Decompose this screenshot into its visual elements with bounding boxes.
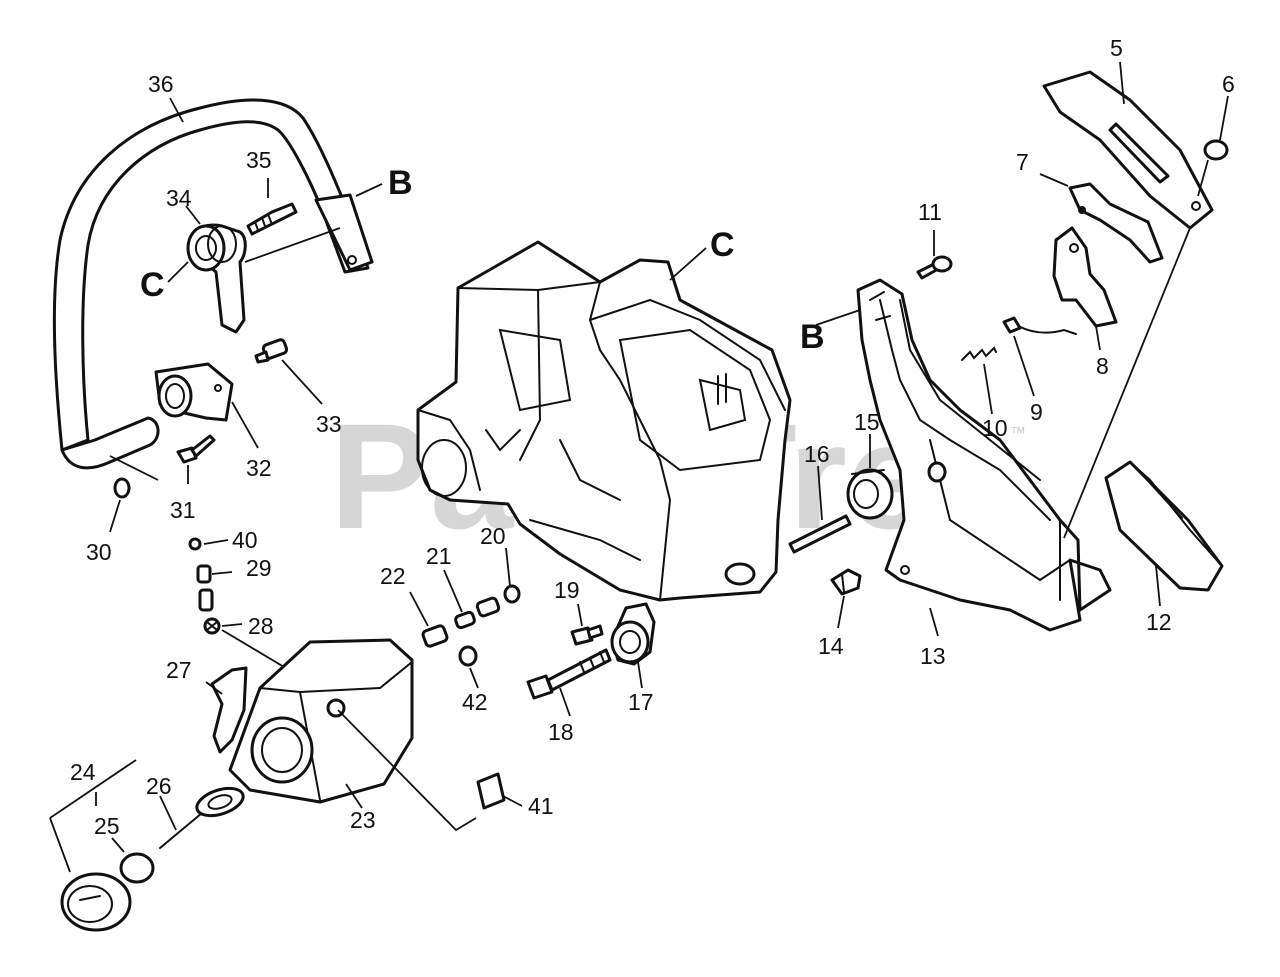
callout-34: 34 bbox=[166, 185, 192, 211]
bolt-35 bbox=[246, 202, 298, 236]
callout-27: 27 bbox=[166, 657, 192, 683]
fuel-cap-24 bbox=[60, 872, 132, 932]
callout-11: 11 bbox=[918, 199, 942, 225]
gasket-25 bbox=[119, 852, 155, 884]
filter-28 bbox=[203, 617, 221, 635]
screw-6 bbox=[1203, 139, 1229, 161]
callout-29: 29 bbox=[246, 555, 272, 581]
rear-grip-12 bbox=[1104, 460, 1224, 592]
callout-30: 30 bbox=[86, 539, 112, 565]
bolt-19 bbox=[570, 624, 604, 646]
rubber-mount-15 bbox=[846, 468, 894, 520]
callout-35: 35 bbox=[246, 147, 272, 173]
throttle-trigger-8 bbox=[1052, 226, 1118, 328]
fitting-21 bbox=[454, 596, 501, 630]
spring-10 bbox=[961, 346, 997, 361]
washer-30 bbox=[113, 477, 131, 499]
pin-16 bbox=[788, 514, 852, 554]
fuel-filter-26 bbox=[159, 786, 245, 849]
callout-6: 6 bbox=[1222, 71, 1235, 97]
bolt-14 bbox=[830, 568, 862, 596]
callout-31: 31 bbox=[170, 497, 196, 523]
callout-8: 8 bbox=[1096, 353, 1109, 379]
callout-26: 26 bbox=[146, 773, 172, 799]
callout-12: 12 bbox=[1146, 609, 1172, 635]
rubber-mount-32 bbox=[154, 362, 234, 422]
callout-10: 10 bbox=[982, 415, 1008, 441]
callout-15: 15 bbox=[854, 409, 880, 435]
callout-14: 14 bbox=[818, 633, 844, 659]
rear-handle-frame-13 bbox=[856, 278, 1112, 632]
callout-25: 25 bbox=[94, 813, 120, 839]
callout-16: 16 bbox=[804, 441, 830, 467]
callout-22: 22 bbox=[380, 563, 406, 589]
handle-cover-5 bbox=[1042, 70, 1214, 230]
callout-13: 13 bbox=[920, 643, 946, 669]
filter-20 bbox=[503, 584, 521, 604]
callout-40: 40 bbox=[232, 527, 258, 553]
screw-11 bbox=[916, 255, 953, 280]
ref-mark-c-center: C bbox=[710, 226, 735, 264]
fitting-22 bbox=[421, 624, 449, 648]
bolt-18 bbox=[526, 648, 612, 700]
callout-19: 19 bbox=[554, 577, 580, 603]
ref-mark-c-left: C bbox=[140, 266, 165, 304]
cap-41 bbox=[476, 772, 506, 810]
throttle-link-9 bbox=[1002, 316, 1077, 335]
callout-28: 28 bbox=[248, 613, 274, 639]
callout-33: 33 bbox=[316, 411, 342, 437]
front-handle-bar bbox=[52, 98, 374, 470]
callout-32: 32 bbox=[246, 455, 272, 481]
rubber-mount-17 bbox=[610, 602, 656, 666]
callout-36: 36 bbox=[148, 71, 174, 97]
callout-17: 17 bbox=[628, 689, 654, 715]
reference-marks: B C C B bbox=[140, 164, 825, 356]
callout-20: 20 bbox=[480, 523, 506, 549]
pin-29 bbox=[196, 564, 214, 612]
callout-9: 9 bbox=[1030, 399, 1043, 425]
lockout-lever-7 bbox=[1068, 182, 1164, 264]
plug-40 bbox=[188, 537, 202, 551]
callout-labels: 5 6 7 8 9 10 11 12 13 14 15 16 17 18 19 … bbox=[70, 35, 1235, 839]
callout-42: 42 bbox=[462, 689, 488, 715]
ref-mark-b-top: B bbox=[388, 164, 413, 202]
callout-21: 21 bbox=[426, 543, 452, 569]
callout-23: 23 bbox=[350, 807, 376, 833]
bolt-33 bbox=[254, 338, 289, 364]
cover-27 bbox=[210, 666, 248, 754]
o-ring-42 bbox=[458, 645, 478, 667]
ref-mark-b-right: B bbox=[800, 318, 825, 356]
crankcase bbox=[416, 240, 792, 602]
callout-41: 41 bbox=[528, 793, 554, 819]
callout-18: 18 bbox=[548, 719, 574, 745]
screw-31 bbox=[176, 434, 216, 464]
callout-7: 7 bbox=[1016, 149, 1029, 175]
fuel-tank-23 bbox=[228, 638, 414, 804]
watermark-trademark: ™ bbox=[1010, 425, 1026, 442]
callout-24: 24 bbox=[70, 759, 96, 785]
callout-5: 5 bbox=[1110, 35, 1123, 61]
anti-vibration-mount-34 bbox=[186, 223, 247, 334]
